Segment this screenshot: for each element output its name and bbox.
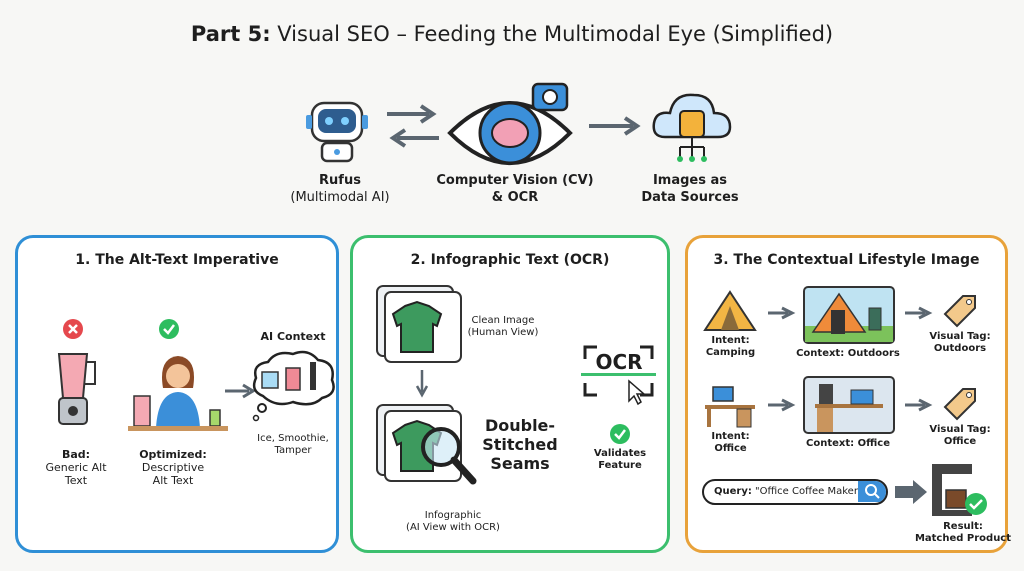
ocr-text: OCR <box>595 350 643 374</box>
context-label: Context: Outdoors <box>796 348 900 359</box>
arrow-right-icon <box>589 116 641 136</box>
arrow-right-bold-icon <box>895 480 927 504</box>
thought-cloud-icon <box>252 350 335 422</box>
check-circle-icon <box>610 424 630 444</box>
ai-context-text: Ice, Smoothie,Tamper <box>257 433 329 456</box>
rufus-label: Rufus(Multimodal AI) <box>290 173 390 205</box>
clean-image-label: Clean Image(Human View) <box>467 315 539 338</box>
x-circle-icon <box>63 319 83 339</box>
office-scene-image <box>803 376 895 434</box>
arrow-right-icon <box>225 383 256 399</box>
arrow-right-icon <box>768 398 796 412</box>
intent-label: Intent:Office <box>711 431 750 454</box>
arrow-right-icon <box>905 306 933 320</box>
panel-lifestyle-image: 3. The Contextual Lifestyle Image Intent… <box>685 235 1011 553</box>
search-button[interactable] <box>858 481 886 502</box>
coffee-maker-check-icon <box>932 464 987 516</box>
cv-label: Computer Vision (CV)& OCR <box>436 173 594 205</box>
ocr-scan-icon <box>581 345 656 406</box>
panel-infographic-ocr: 2. Infographic Text (OCR) Clean Image(Hu… <box>350 235 670 553</box>
search-icon <box>865 484 880 499</box>
ai-context-title: AI Context <box>260 330 326 343</box>
bidirectional-arrows-icon <box>387 104 439 148</box>
blender-icon <box>57 353 96 425</box>
desk-icon <box>705 386 755 428</box>
result-label: Result:Matched Product <box>914 521 1012 544</box>
jacket-magnifier-icon <box>376 404 477 485</box>
search-query-input[interactable]: Query: "Office Coffee Maker" <box>702 479 888 505</box>
page-title: Part 5: Visual SEO – Feeding the Multimo… <box>190 22 834 46</box>
robot-icon <box>306 101 368 163</box>
tent-icon <box>703 290 757 331</box>
infographic-label: Infographic(AI View with OCR) <box>406 510 500 533</box>
eye-brain-camera-icon <box>447 82 573 165</box>
tag-icon <box>943 388 976 421</box>
visual-tag-label: Visual Tag:Outdoors <box>929 331 991 354</box>
visual-tag-label: Visual Tag:Office <box>929 424 991 447</box>
context-label: Context: Office <box>806 438 890 449</box>
woman-blending-icon <box>128 356 228 431</box>
panel-title: 2. Infographic Text (OCR) <box>410 252 610 268</box>
arrow-right-icon <box>768 306 796 320</box>
panel-title: 3. The Contextual Lifestyle Image <box>713 252 980 268</box>
check-circle-icon <box>159 319 179 339</box>
jacket-image-icon <box>376 285 462 363</box>
intent-label: Intent:Camping <box>705 335 756 358</box>
arrow-right-icon <box>905 398 933 412</box>
panel-title: 1. The Alt-Text Imperative <box>75 252 279 268</box>
tag-icon <box>943 295 976 328</box>
cloud-database-icon <box>652 93 732 162</box>
outdoors-scene-image <box>803 286 895 344</box>
arrow-down-icon <box>415 370 429 398</box>
panel-alt-text: 1. The Alt-Text Imperative Bad:Generic A… <box>15 235 339 553</box>
